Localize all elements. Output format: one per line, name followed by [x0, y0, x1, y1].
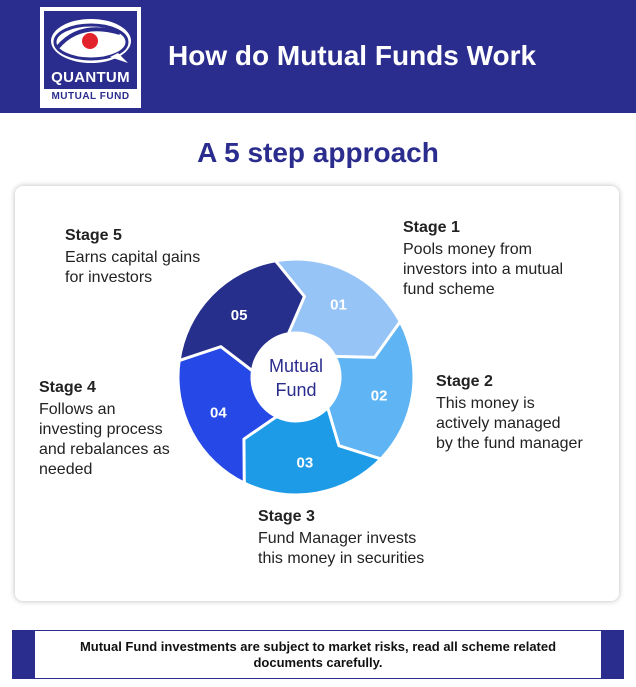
stage-1-title: Stage 1	[403, 219, 460, 236]
stage-3-description: Fund Manager invests this money in secur…	[258, 530, 425, 567]
segment-05	[177, 259, 306, 373]
logo-emblem-icon	[51, 19, 131, 63]
disclaimer-box: Mutual Fund investments are subject to m…	[12, 630, 624, 679]
segment-01-label: 01	[330, 296, 347, 313]
stage-1-description: Pools money from investors into a mutual…	[403, 241, 564, 298]
stage-5: Stage 5 Earns capital gains for investor…	[65, 226, 200, 288]
segment-02-label: 02	[371, 388, 388, 405]
logo-subtitle: MUTUAL FUND	[44, 89, 137, 104]
stage-5-title: Stage 5	[65, 227, 122, 244]
disclaimer-bar-left	[13, 631, 35, 678]
segment-05-label: 05	[231, 307, 248, 324]
segment-04-label: 04	[210, 405, 227, 422]
center-label-line2: Fund	[275, 380, 316, 400]
cycle-diagram: Mutual Fund 01 02 03 04 05	[176, 257, 416, 497]
stage-1: Stage 1 Pools money from investors into …	[403, 218, 563, 300]
stage-5-description: Earns capital gains for investors	[65, 249, 201, 286]
stage-2-title: Stage 2	[436, 373, 493, 390]
stage-3: Stage 3 Fund Manager invests this money …	[258, 507, 424, 569]
disclaimer-text: Mutual Fund investments are subject to m…	[79, 639, 557, 670]
page-title: How do Mutual Funds Work	[168, 40, 537, 71]
stage-4-description: Follows an investing process and rebalan…	[39, 401, 170, 478]
stage-4-title: Stage 4	[39, 379, 96, 396]
segment-03-label: 03	[297, 455, 314, 472]
page-subtitle: A 5 step approach	[197, 137, 439, 168]
quantum-logo: QUANTUM MUTUAL FUND	[40, 7, 141, 108]
disclaimer-bar-right	[601, 631, 623, 678]
logo-name: QUANTUM	[51, 69, 130, 86]
stage-2: Stage 2 This money is actively managed b…	[436, 372, 583, 454]
stage-3-title: Stage 3	[258, 508, 315, 525]
header-banner: QUANTUM MUTUAL FUND How do Mutual Funds …	[0, 0, 636, 113]
stage-2-description: This money is actively managed by the fu…	[436, 395, 583, 452]
stage-4: Stage 4 Follows an investing process and…	[39, 378, 170, 480]
diagram-card: Mutual Fund 01 02 03 04 05 Stage 1 Pools mon…	[15, 186, 619, 601]
center-label-line1: Mutual	[269, 356, 323, 376]
